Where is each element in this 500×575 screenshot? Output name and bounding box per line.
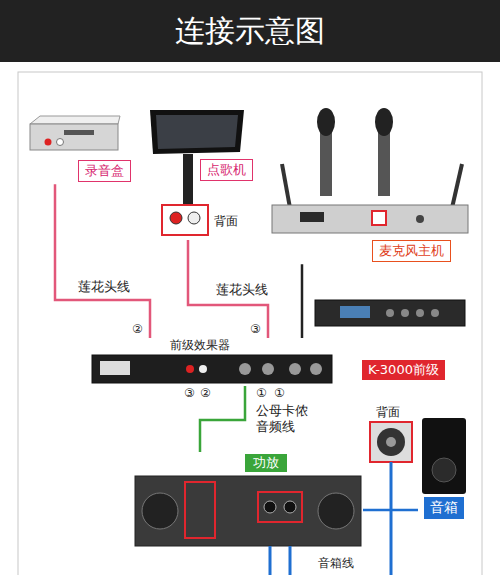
cable-label: 莲花头线	[76, 279, 132, 295]
speaker: 音箱	[418, 414, 480, 521]
cable-connector	[363, 509, 418, 512]
callout-label: ②	[200, 386, 211, 400]
diagram-title: 连接示意图	[0, 0, 500, 62]
device-label: 音箱	[424, 497, 464, 519]
mic-receiver: 麦克风主机	[268, 104, 472, 264]
callout-label: ②	[132, 322, 143, 336]
recorder-box: 录音盒	[28, 110, 134, 184]
callout-label: 音箱线	[318, 556, 354, 570]
callout-label: ①	[274, 386, 285, 400]
callout-label: ③	[250, 322, 261, 336]
callout-label: 背面	[376, 405, 400, 419]
device-label: 录音盒	[78, 160, 131, 182]
song-machine: 点歌机	[145, 104, 257, 240]
cable-connector	[301, 264, 304, 338]
preamp-effects: 前级效果器	[90, 338, 334, 386]
cable-connector	[200, 386, 245, 452]
cable-label: 莲花头线	[214, 282, 270, 298]
model-tag: K-3000前级	[350, 360, 462, 382]
callout-label: 背面	[214, 214, 238, 228]
cable-connector	[55, 184, 150, 338]
device-label: K-3000前级	[362, 360, 445, 380]
cable-label: 公母卡侬 音频线	[254, 403, 318, 436]
device-label: 点歌机	[200, 159, 253, 181]
callout-label: ①	[256, 386, 267, 400]
device-label: 功放	[245, 454, 287, 472]
callout-label: ③	[184, 386, 195, 400]
power-amplifier: 功放	[133, 452, 363, 548]
device-label: 前级效果器	[168, 338, 232, 353]
device-label: 麦克风主机	[372, 240, 451, 262]
